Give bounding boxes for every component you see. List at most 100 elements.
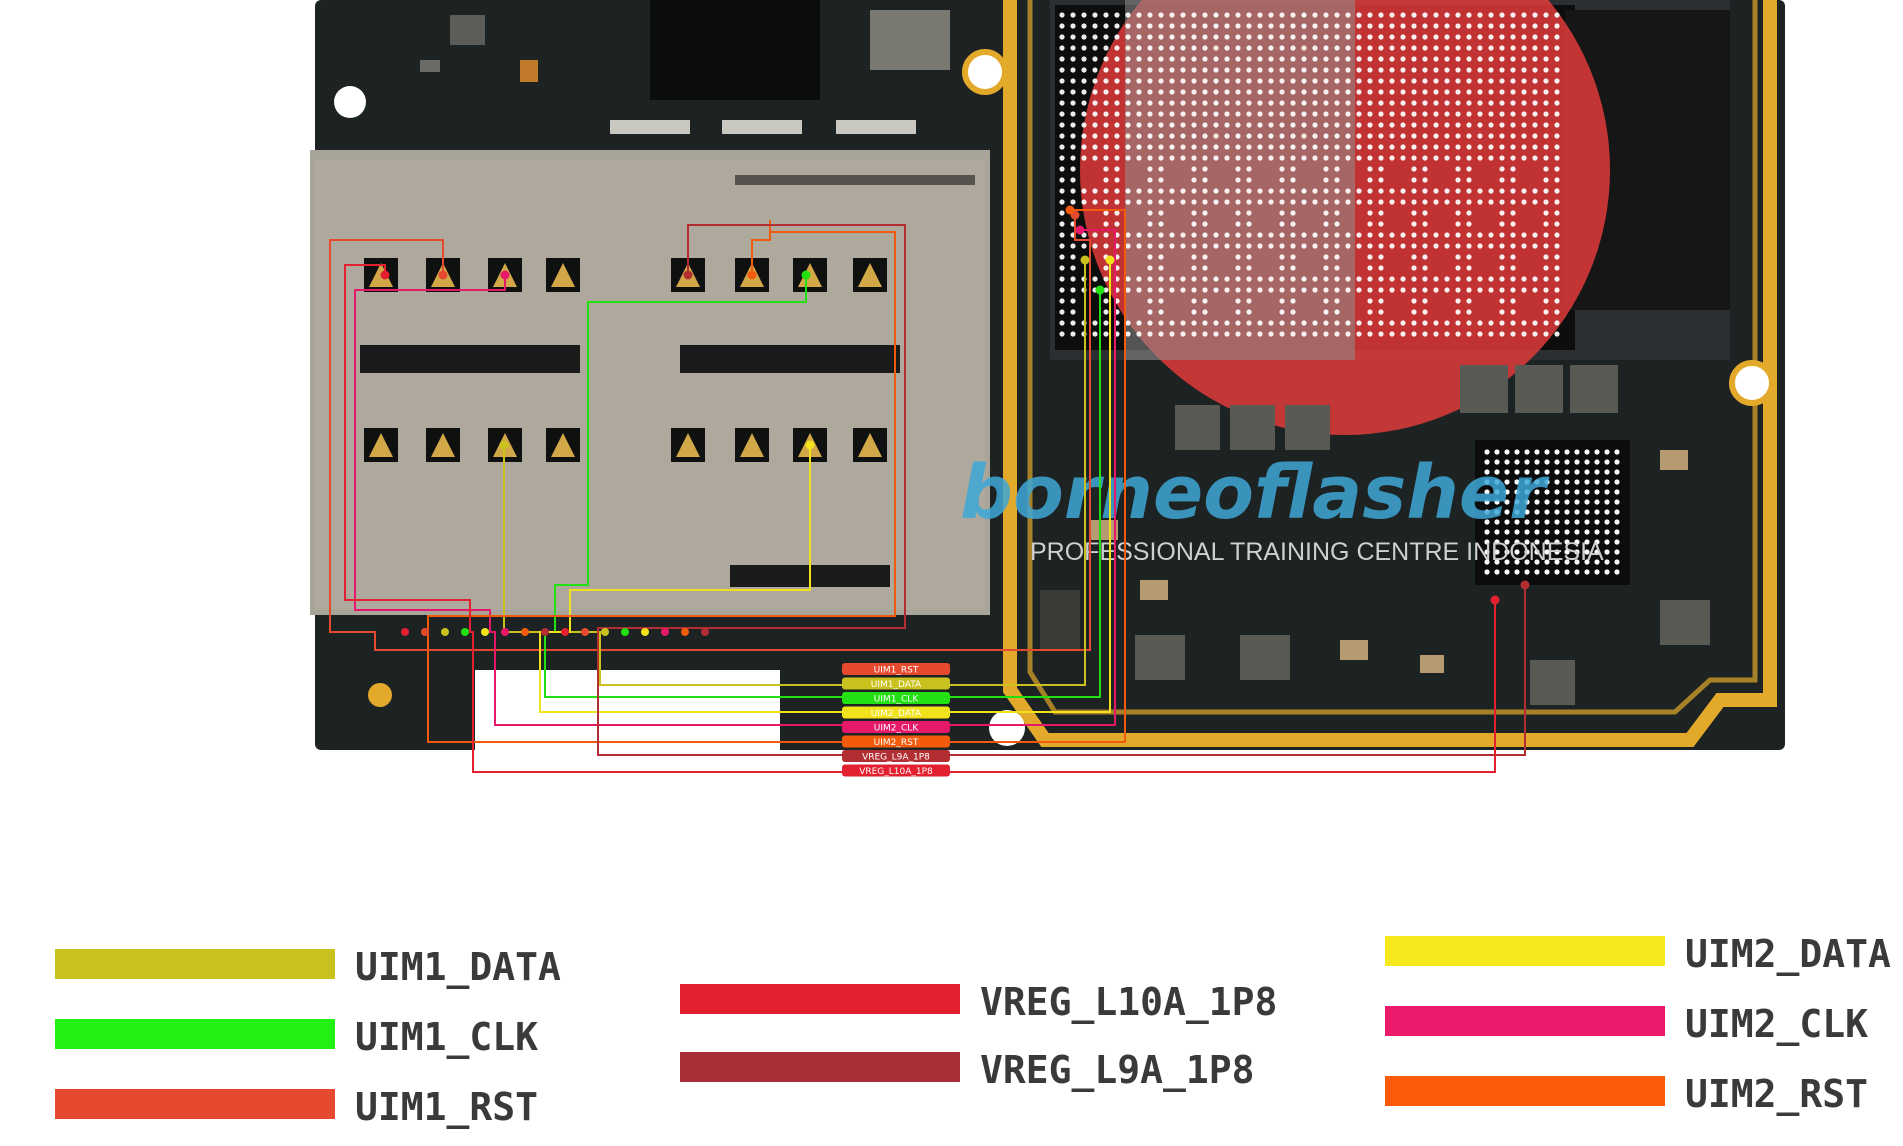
sim-contacts [364,258,887,462]
bga-ball [1290,232,1296,238]
bga-ball [1169,276,1175,282]
bga-ball [1378,23,1384,29]
pmic-ball [1554,549,1560,555]
bga-ball [1400,89,1406,95]
bga-ball [1356,122,1362,128]
bga-ball [1378,287,1384,293]
bga-ball [1488,45,1494,51]
bga-ball [1345,67,1351,73]
bga-ball [1477,243,1483,249]
signal-tag [842,663,950,675]
pmic-ball [1564,459,1570,465]
pmic-ball [1534,549,1540,555]
bga-ball [1433,199,1439,205]
pmic-ball [1514,479,1520,485]
bga-ball [1378,144,1384,150]
bga-ball [1477,122,1483,128]
bga-ball [1543,56,1549,62]
bga-ball [1070,243,1076,249]
pmic-ball [1584,569,1590,575]
bga-ball [1400,56,1406,62]
bga-ball [1092,12,1098,18]
bga-ball [1235,254,1241,260]
bga-ball [1092,78,1098,84]
bga-ball [1345,12,1351,18]
bga-ball [1180,56,1186,62]
bga-ball [1389,122,1395,128]
bga-ball [1466,210,1472,216]
bga-ball [1257,100,1263,106]
pmic-ball [1604,459,1610,465]
bga-ball [1180,331,1186,337]
pmic-ball [1504,549,1510,555]
pmic-ball [1604,569,1610,575]
bga-ball [1532,12,1538,18]
bga-ball [1147,243,1153,249]
bga-ball [1169,12,1175,18]
bga-ball [1334,331,1340,337]
pmic-ball [1484,499,1490,505]
bga-ball [1521,78,1527,84]
bga-ball [1290,331,1296,337]
bga-ball [1147,133,1153,139]
bga-ball [1499,23,1505,29]
bga-ball [1070,78,1076,84]
bga-ball [1224,122,1230,128]
bga-ball [1389,56,1395,62]
bga-ball [1279,309,1285,315]
bga-ball [1510,89,1516,95]
bga-ball [1169,155,1175,161]
pmic-ball [1584,489,1590,495]
bga-ball [1103,12,1109,18]
pmic-ball [1534,529,1540,535]
bga-ball [1235,298,1241,304]
bga-ball [1400,320,1406,326]
pmic-ball [1614,539,1620,545]
bga-ball [1059,166,1065,172]
bga-ball [1334,122,1340,128]
bga-ball [1367,221,1373,227]
bga-ball [1345,133,1351,139]
bga-ball [1224,144,1230,150]
bga-ball [1400,331,1406,337]
bga-ball [1356,78,1362,84]
bga-ball [1213,188,1219,194]
bga-ball [1235,221,1241,227]
bga-ball [1279,177,1285,183]
connector-pad [521,628,529,636]
gold-pad [368,683,392,707]
pmic-ball [1564,489,1570,495]
pmic-ball [1514,489,1520,495]
bga-ball [1279,23,1285,29]
bga-ball [1367,45,1373,51]
bga-ball [1356,89,1362,95]
bga-ball [1059,309,1065,315]
bga-ball [1422,155,1428,161]
bga-ball [1213,199,1219,205]
pmic-ball [1564,499,1570,505]
bga-ball [1279,155,1285,161]
bga-ball [1257,144,1263,150]
pmic-ball [1614,449,1620,455]
bga-ball [1554,111,1560,117]
bga-ball [1169,100,1175,106]
bga-ball [1235,67,1241,73]
legend-swatch [1385,936,1665,966]
bga-ball [1191,78,1197,84]
bga-ball [1334,276,1340,282]
bga-ball [1191,221,1197,227]
bga-ball [1499,166,1505,172]
bga-ball [1103,78,1109,84]
bga-ball [1136,276,1142,282]
bga-ball [1268,144,1274,150]
bga-ball [1059,78,1065,84]
bga-ball [1246,254,1252,260]
bga-ball [1180,232,1186,238]
bga-ball [1411,89,1417,95]
bga-ball [1444,45,1450,51]
pmic-ball [1524,519,1530,525]
bga-ball [1114,78,1120,84]
pmic-ball [1584,519,1590,525]
bga-ball [1367,320,1373,326]
bga-ball [1532,67,1538,73]
